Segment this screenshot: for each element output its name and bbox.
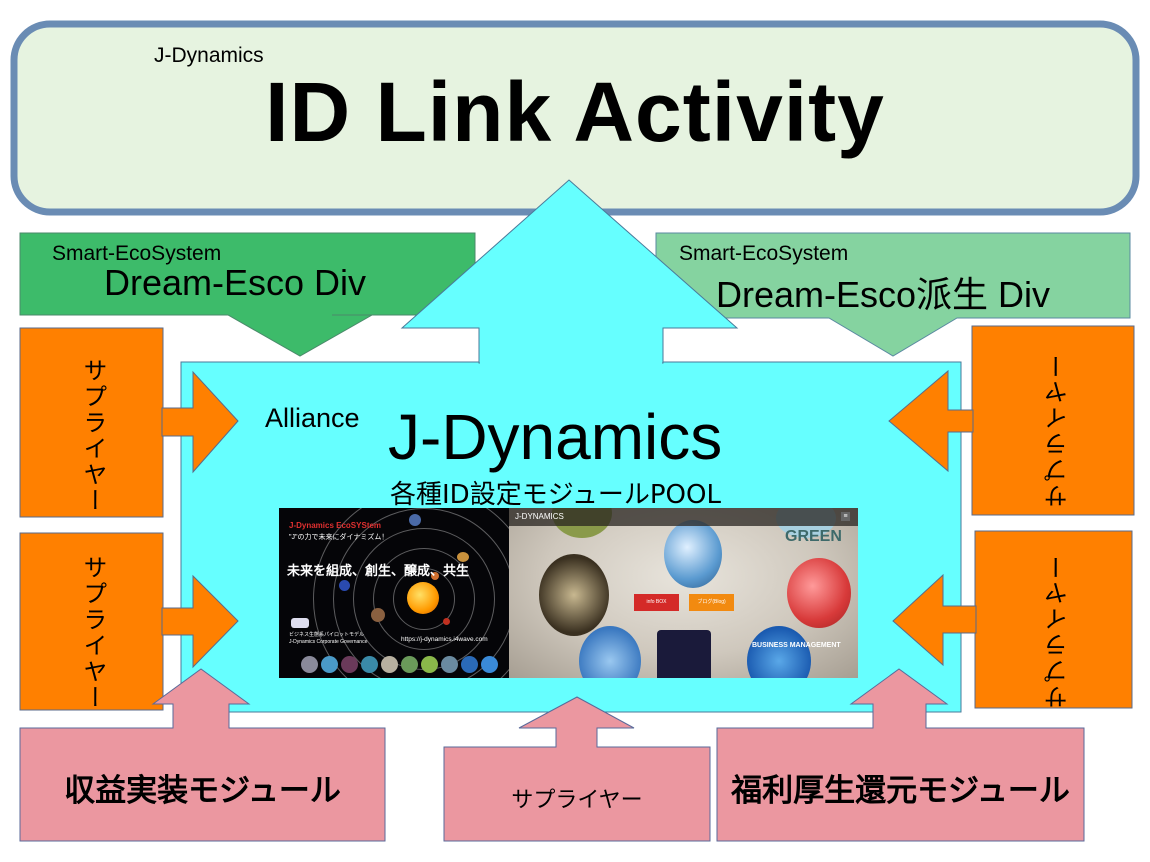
eco-governance: J-Dynamics Corporate Governance	[289, 639, 368, 645]
supplier-right-bottom-label: サプライヤー	[1044, 553, 1072, 709]
eco-url: https://j-dynamics.i4wave.com	[401, 636, 488, 643]
supplier-bottom-label: サプライヤー	[511, 788, 643, 813]
eco-tagline: ビジネス生態系パイロットモデル	[289, 632, 365, 638]
supplier-left-bottom-box	[19, 532, 164, 711]
website-brand: J-DYNAMICS	[515, 512, 564, 521]
website-image: BUSINESS MANAGEMENT J-DYNAMICS ≡ GREEN i…	[509, 508, 858, 678]
revenue-module-label: 収益実装モジュール	[64, 773, 341, 809]
eco-headline: 未来を組成、創生、醸成、共生	[287, 564, 470, 579]
supplier-bottom-arrow	[443, 696, 711, 842]
website-navbar: J-DYNAMICS ≡	[509, 508, 858, 526]
eco-title: J-Dynamics EcoSYStem	[289, 521, 382, 530]
supplier-left-bottom-arrow	[161, 574, 239, 669]
division-right-title: Dream-Esco派生 Div	[716, 274, 1051, 315]
revenue-module-arrow	[19, 668, 386, 842]
division-left-title: Dream-Esco Div	[104, 262, 367, 303]
supplier-right-top-arrow	[888, 369, 974, 473]
sun-graphic	[407, 582, 439, 614]
eco-subtitle: "J"の力で未来にダイナミズム！	[289, 534, 389, 541]
alliance-label: Alliance	[265, 403, 360, 433]
supplier-left-top-arrow	[161, 370, 239, 474]
business-management-text: BUSINESS MANAGEMENT	[752, 642, 841, 649]
center-title: J-Dynamics	[388, 401, 723, 473]
supplier-right-bottom-arrow	[892, 573, 977, 667]
welfare-module-label: 福利厚生還元モジュール	[731, 773, 1070, 809]
center-arrow-joint	[480, 327, 662, 367]
division-left-small: Smart-EcoSystem	[52, 242, 222, 265]
header-title: ID Link Activity	[265, 65, 885, 159]
ecosystem-image: J-Dynamics EcoSYStem "J"の力で未来にダイナミズム！ 未来…	[279, 508, 510, 678]
division-right-small: Smart-EcoSystem	[679, 242, 849, 265]
supplier-right-top-label: サプライヤー	[1044, 352, 1072, 508]
info-box-button: info BOX	[634, 594, 679, 611]
supplier-left-top-box	[19, 327, 164, 518]
menu-icon: ≡	[841, 512, 850, 521]
supplier-left-top-label: サプライヤー	[79, 358, 107, 514]
supplier-right-top-box	[971, 325, 1135, 516]
green-sign: GREEN	[785, 528, 842, 545]
supplier-left-bottom-label: サプライヤー	[79, 555, 107, 711]
welfare-module-arrow	[716, 668, 1085, 842]
center-pool-label: 各種ID設定モジュールPOOL	[390, 480, 721, 510]
blog-button: ブログ(Blog)	[689, 594, 734, 611]
header-brand: J-Dynamics	[154, 44, 264, 67]
supplier-right-bottom-box	[974, 530, 1133, 709]
